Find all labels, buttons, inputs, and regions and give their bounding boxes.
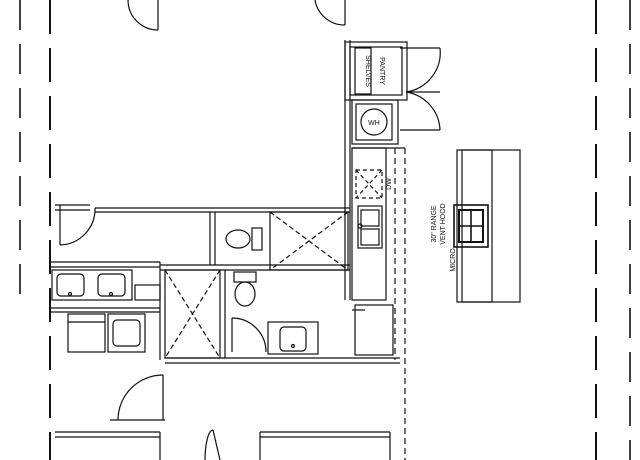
bathroom-lower [160, 264, 350, 359]
dishwasher-label: DW [386, 178, 393, 190]
water-heater-label: WH [368, 120, 380, 127]
exterior-walls [19, 0, 631, 460]
island [453, 149, 521, 303]
micro-label: MICRO [450, 248, 457, 272]
pantry [344, 41, 441, 131]
kitchen-counter [351, 147, 406, 460]
shelves-label: SHELVES [364, 55, 371, 87]
bathroom-upper [209, 211, 349, 271]
pantry-label: PANTRY [378, 57, 385, 85]
lower-rooms [55, 262, 400, 460]
water-heater [351, 99, 399, 145]
vent-hood-label: VENT HOOD [440, 203, 447, 245]
top-doors [127, 0, 346, 31]
laundry-area [50, 261, 161, 353]
bedroom-walls [55, 40, 351, 300]
range-label: 30" RANGE [431, 205, 438, 242]
